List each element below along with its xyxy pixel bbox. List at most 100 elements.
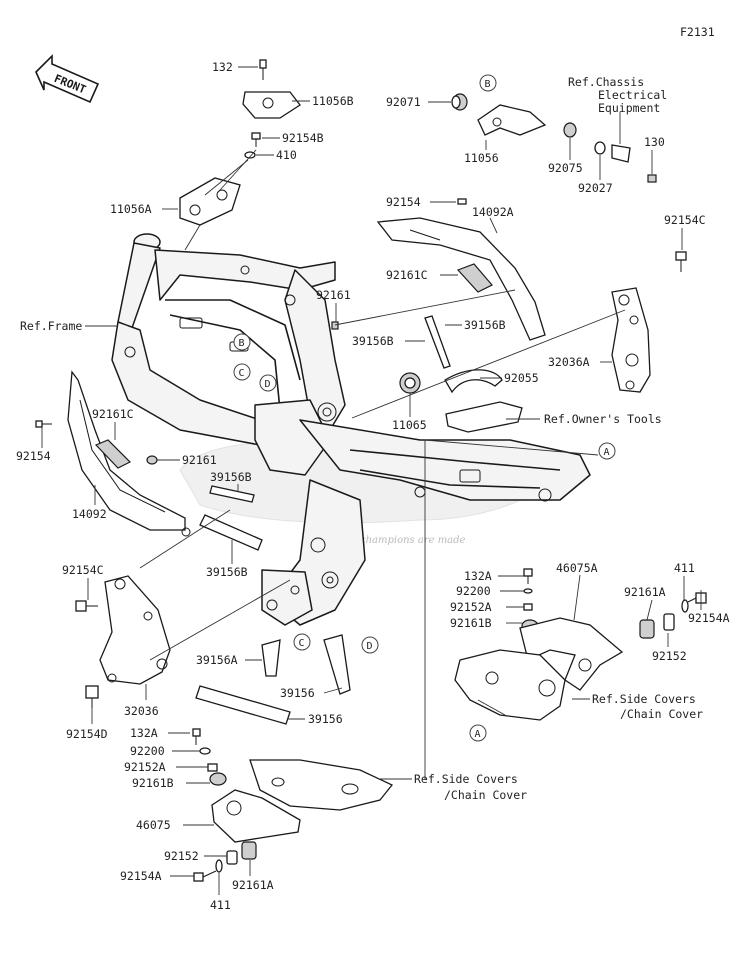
- grommet-92075-icon: [563, 122, 577, 138]
- label-11065: 11065: [392, 418, 427, 432]
- label-ref-frame: Ref.Frame: [20, 319, 82, 333]
- damper-92161-icon: [331, 321, 339, 330]
- label-92161b-left: 92161B: [132, 776, 174, 790]
- label-92154c-right: 92154C: [664, 213, 706, 227]
- pad-39156-lower-icon: [195, 685, 291, 725]
- damper-92161a-left-icon: [241, 841, 257, 860]
- label-92152-left: 92152: [164, 849, 199, 863]
- cap-11065-icon: [399, 372, 421, 394]
- label-39156b-mid: 39156B: [352, 334, 394, 348]
- bracket-11056a-icon: [179, 177, 241, 226]
- label-14092a: 14092A: [472, 205, 514, 219]
- label-ref-side-covers-1: Ref.Side Covers: [592, 692, 696, 706]
- label-132a-right: 132A: [464, 569, 492, 583]
- label-46075: 46075: [136, 818, 171, 832]
- front-arrow-icon: FRONT: [35, 54, 100, 104]
- label-39156b-lower: 39156B: [206, 565, 248, 579]
- callout-a-right: A: [598, 442, 616, 460]
- svg-text:D: D: [265, 379, 271, 390]
- label-410: 410: [276, 148, 297, 162]
- label-ref-owners-tools: Ref.Owner's Tools: [544, 412, 662, 426]
- collar-92152-right-icon: [663, 613, 675, 631]
- washer-92200-left-icon: [199, 747, 211, 755]
- pad-39156a-icon: [261, 639, 281, 677]
- label-92200-left: 92200: [130, 744, 165, 758]
- washer-411-right-icon: [681, 599, 689, 613]
- nut-130-icon: [647, 174, 657, 183]
- label-14092: 14092: [72, 507, 107, 521]
- label-92161-left: 92161: [182, 453, 217, 467]
- svg-text:A: A: [604, 447, 610, 458]
- bracket-46075a-icon: [519, 617, 624, 691]
- label-92161a-right: 92161A: [624, 585, 666, 599]
- label-ref-chassis-2: Electrical: [598, 88, 667, 102]
- svg-text:B: B: [485, 79, 491, 90]
- chain-cover-right-icon: [454, 649, 566, 721]
- damper-92161-left-icon: [146, 455, 158, 465]
- label-92152a-left: 92152A: [124, 760, 166, 774]
- label-92161c-upper: 92161C: [386, 268, 428, 282]
- pad-39156b-lower-icon: [199, 514, 263, 551]
- label-92154b: 92154B: [282, 131, 324, 145]
- callout-b-top: B: [479, 74, 497, 92]
- bracket-46075-icon: [211, 789, 301, 843]
- bracket-32036a-icon: [611, 287, 651, 393]
- label-92154c-left: 92154C: [62, 563, 104, 577]
- bolt-132-icon: [259, 59, 267, 80]
- svg-text:A: A: [475, 729, 481, 740]
- svg-text:C: C: [239, 368, 245, 379]
- callout-d-frame: D: [259, 374, 277, 392]
- cover-14092a-icon: [376, 217, 546, 341]
- label-92071: 92071: [386, 95, 421, 109]
- label-92152a-right: 92152A: [450, 600, 492, 614]
- band-92055-icon: [444, 369, 503, 394]
- washer-411-left-icon: [215, 859, 223, 873]
- bracket-11056-icon: [477, 104, 547, 136]
- bracket-32036-icon: [99, 575, 171, 685]
- label-ref-side-covers2-1: Ref.Side Covers: [414, 772, 518, 786]
- bolt-92154b-icon: [251, 132, 261, 147]
- label-92161c-left: 92161C: [92, 407, 134, 421]
- label-132a-left: 132A: [130, 726, 158, 740]
- figure-code: F2131: [680, 25, 715, 39]
- bracket-11056b-icon: [242, 91, 301, 119]
- label-ref-side-covers2-2: /Chain Cover: [444, 788, 527, 802]
- label-130: 130: [644, 135, 665, 149]
- label-92075: 92075: [548, 161, 583, 175]
- callout-c-frame: C: [233, 363, 251, 381]
- cover-14092-icon: [67, 370, 186, 531]
- collar-92152a-right-icon: [523, 603, 533, 611]
- label-39156a: 39156A: [196, 653, 238, 667]
- owners-tools-tray-icon: [445, 401, 523, 433]
- bolt-92154c-right-icon: [675, 251, 687, 272]
- label-411-right: 411: [674, 561, 695, 575]
- bolt-132a-right-icon: [523, 568, 533, 584]
- callout-d-lower: D: [361, 636, 379, 654]
- part-labels: 132 11056 B 92154B 410 11056A 92071 Ref.C…: [16, 60, 730, 912]
- bolt-92154a-left-icon: [193, 870, 217, 882]
- label-39156: 39156: [280, 686, 315, 700]
- bolt-132a-left-icon: [192, 728, 201, 745]
- label-11056a: 11056A: [110, 202, 152, 216]
- damper-92161a-right-icon: [639, 619, 655, 639]
- label-92055: 92055: [504, 371, 539, 385]
- collar-92152a-left-icon: [207, 763, 218, 772]
- label-411-left: 411: [210, 898, 231, 912]
- svg-text:C: C: [299, 638, 305, 649]
- bolt-92154c-left-icon: [75, 600, 98, 612]
- svg-text:D: D: [367, 641, 373, 652]
- label-39156b-left: 39156B: [210, 470, 252, 484]
- label-39156b-right: 39156B: [464, 318, 506, 332]
- chain-cover-left-icon: [249, 759, 394, 811]
- label-92161: 92161: [316, 288, 351, 302]
- label-ref-chassis-1: Ref.Chassis: [568, 75, 644, 89]
- damper-92161b-left-icon: [209, 772, 227, 786]
- label-32036: 32036: [124, 704, 159, 718]
- damper-92161c-upper-icon: [456, 263, 493, 293]
- label-92161b-right: 92161B: [450, 616, 492, 630]
- label-132-top: 132: [212, 60, 233, 74]
- label-92027: 92027: [578, 181, 613, 195]
- label-11056: 11056: [464, 151, 499, 165]
- main-frame: [111, 233, 591, 626]
